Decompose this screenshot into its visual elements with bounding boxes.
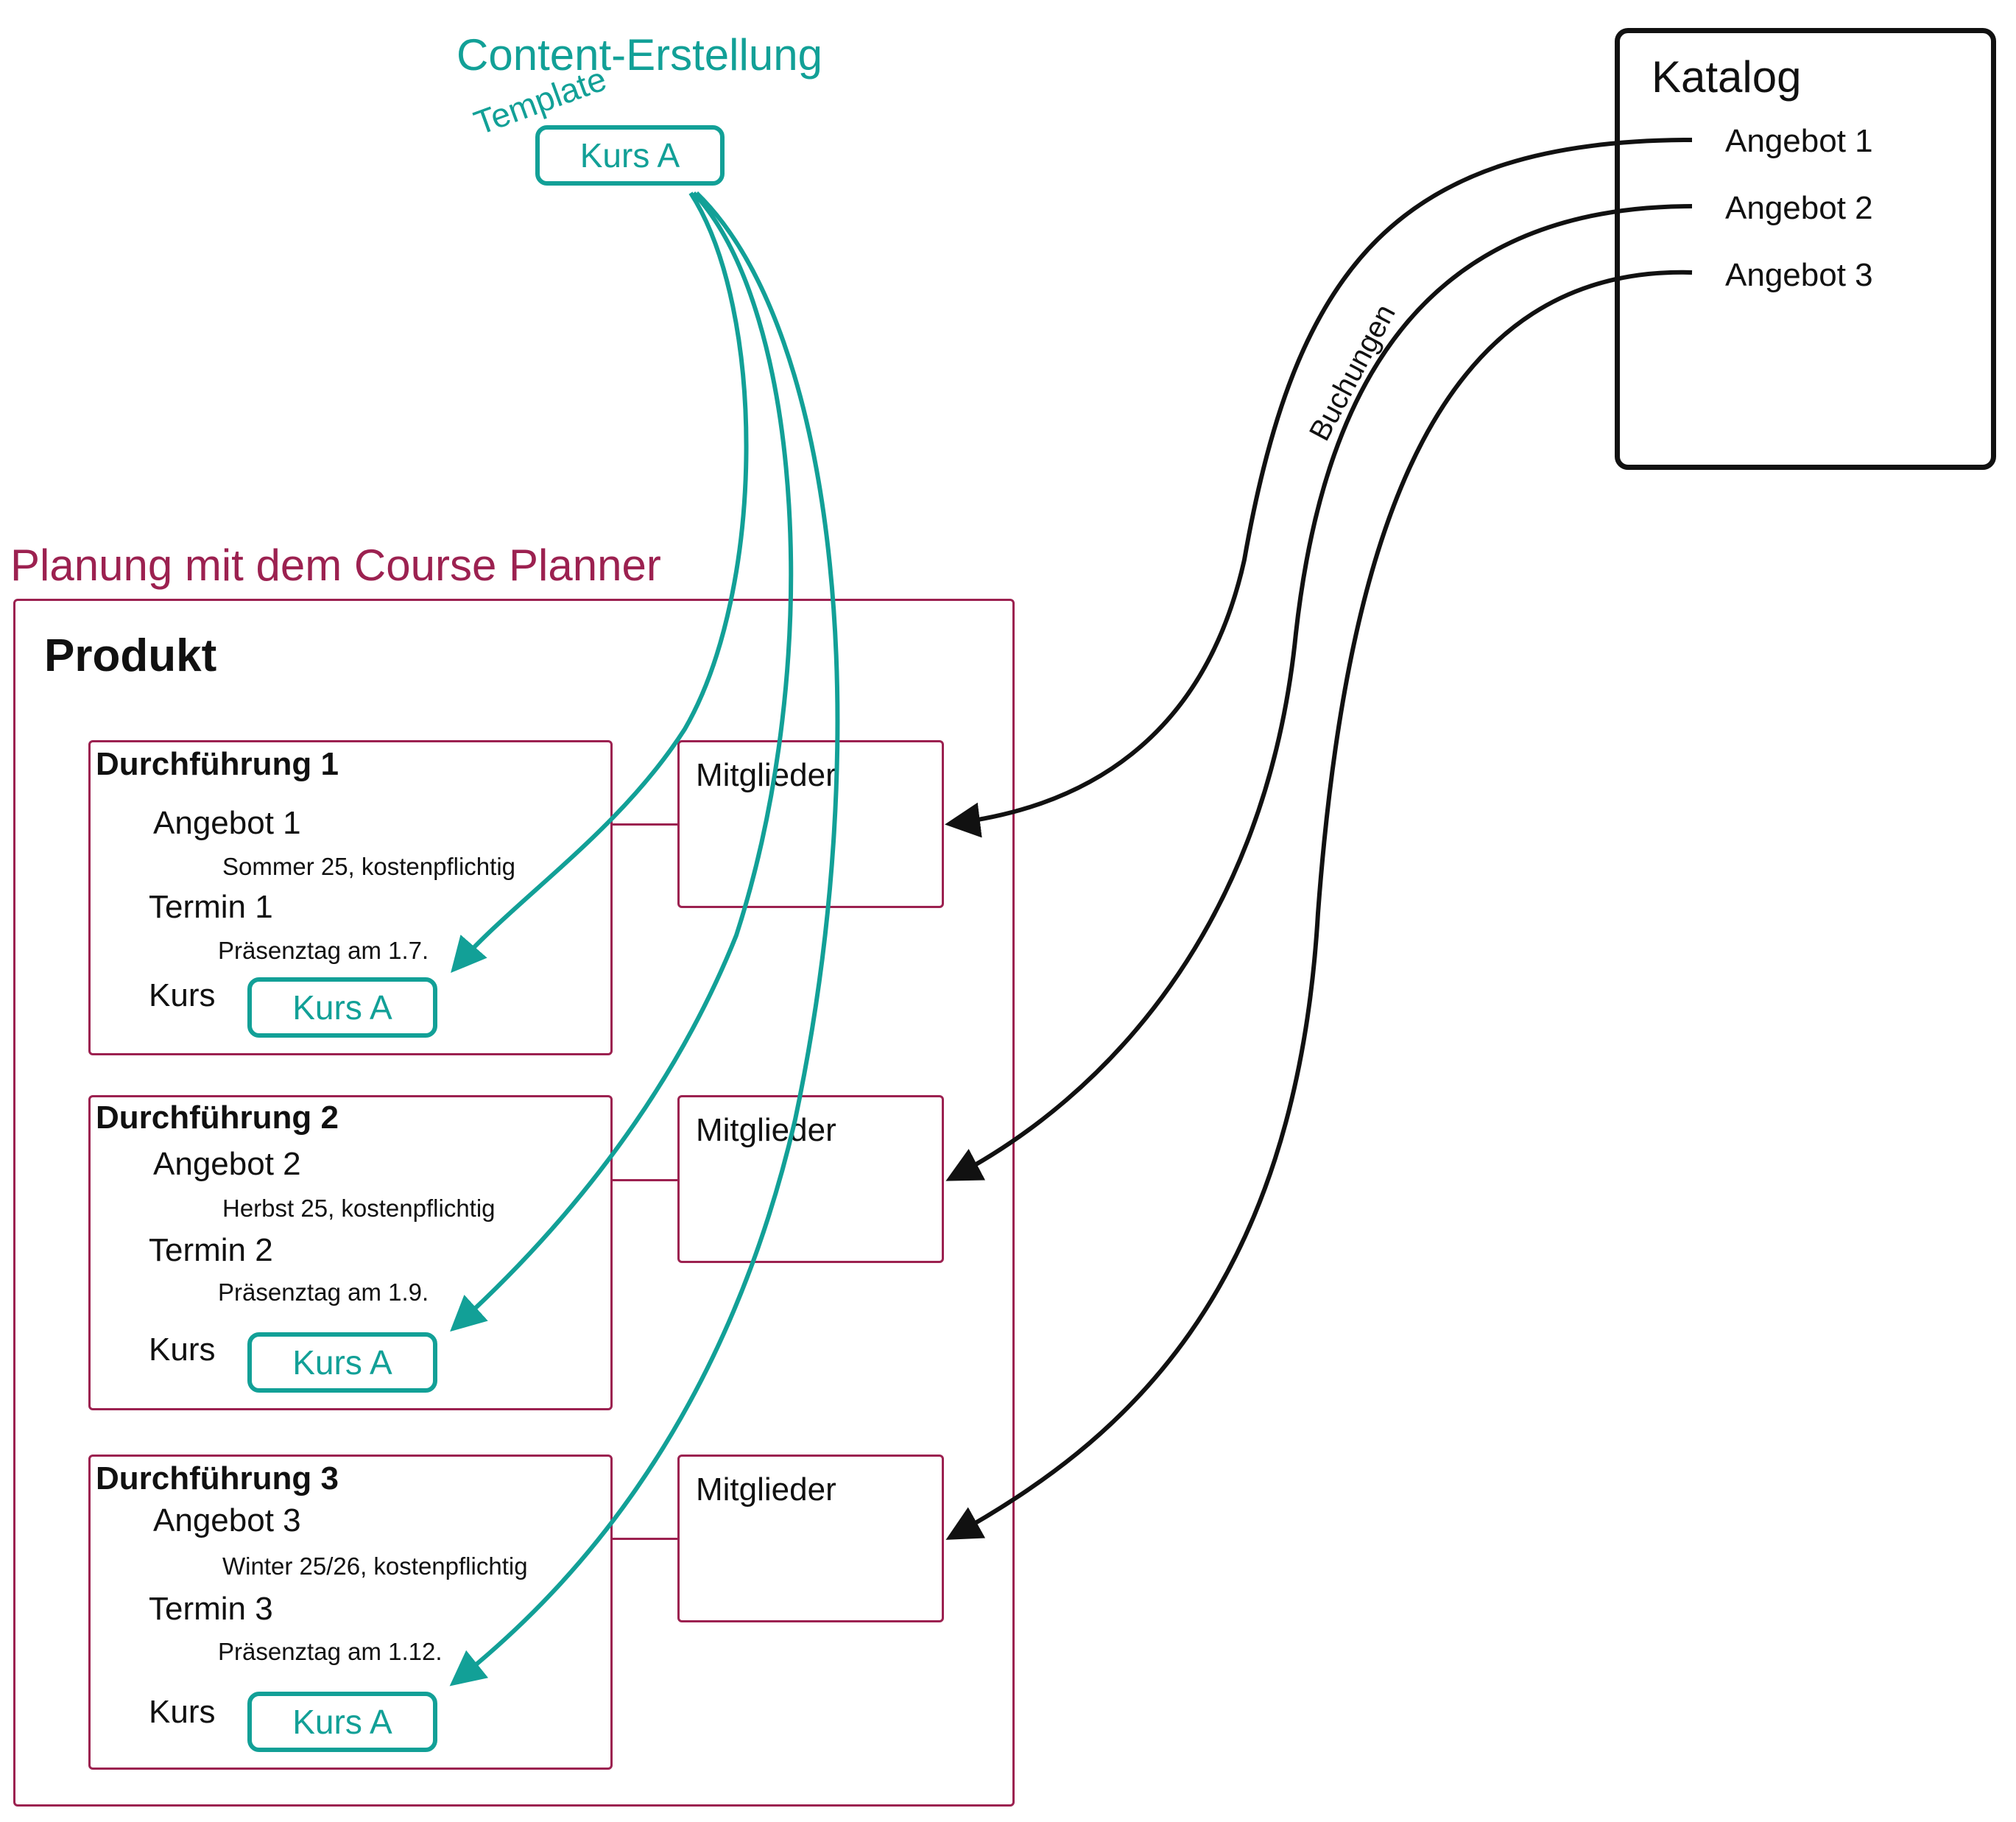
- run-member-connector-1: [613, 823, 677, 826]
- run-box-3: [88, 1455, 613, 1770]
- run-box-1: [88, 740, 613, 1055]
- run-title-3: Durchführung 3: [96, 1460, 339, 1496]
- run-member-connector-3: [613, 1538, 677, 1540]
- members-label-2: Mitglieder: [696, 1112, 836, 1148]
- booking-arrow-2: [945, 204, 1693, 1181]
- run-box-2: [88, 1095, 613, 1410]
- run-term-2: Termin 2: [149, 1232, 273, 1268]
- run-title-2: Durchführung 2: [96, 1100, 339, 1136]
- run-term-1: Termin 1: [149, 889, 273, 925]
- booking-arrow-1: [945, 138, 1693, 838]
- catalog-title: Katalog: [1652, 52, 1802, 102]
- run-offer-1: Angebot 1: [153, 805, 301, 841]
- template-course-box: Kurs A: [535, 125, 725, 186]
- run-title-1: Durchführung 1: [96, 746, 339, 782]
- run-member-connector-2: [613, 1179, 677, 1181]
- run-term-detail-1: Präsenztag am 1.7.: [218, 937, 429, 964]
- catalog-item-2: Angebot 2: [1725, 190, 1873, 226]
- run-course-box-2: Kurs A: [247, 1332, 437, 1393]
- run-term-detail-2: Präsenztag am 1.9.: [218, 1278, 429, 1306]
- members-box-1: [677, 740, 944, 908]
- members-label-1: Mitglieder: [696, 757, 836, 793]
- run-term-detail-3: Präsenztag am 1.12.: [218, 1638, 443, 1665]
- members-label-3: Mitglieder: [696, 1471, 836, 1508]
- catalog-item-3: Angebot 3: [1725, 257, 1873, 293]
- run-offer-2: Angebot 2: [153, 1146, 301, 1182]
- catalog-box: [1615, 28, 1996, 470]
- run-offer-detail-3: Winter 25/26, kostenpflichtig: [222, 1552, 528, 1580]
- run-offer-3: Angebot 3: [153, 1502, 301, 1538]
- members-box-2: [677, 1095, 944, 1263]
- run-course-box-1: Kurs A: [247, 977, 437, 1038]
- run-offer-detail-2: Herbst 25, kostenpflichtig: [222, 1195, 496, 1222]
- template-arrow-3: [449, 191, 840, 1686]
- booking-arrow-3: [945, 270, 1693, 1540]
- run-course box-3: Kurs A: [247, 1692, 437, 1752]
- product-box: [13, 599, 1015, 1807]
- template-arrow-2: [450, 191, 794, 1332]
- run-term-3: Termin 3: [149, 1591, 273, 1627]
- members-box-3: [677, 1455, 944, 1622]
- planning-title: Planung mit dem Course Planner: [10, 541, 661, 590]
- template-arrow-1: [451, 191, 749, 974]
- product-title: Produkt: [44, 630, 217, 681]
- content-creation-title: Content-Erstellung: [457, 30, 822, 80]
- catalog-item-1: Angebot 1: [1725, 123, 1873, 159]
- run-course-label-3: Kurs: [149, 1694, 216, 1730]
- run-offer-detail-1: Sommer 25, kostenpflichtig: [222, 853, 516, 880]
- run-course-label-1: Kurs: [149, 977, 216, 1013]
- run-course-label-2: Kurs: [149, 1332, 216, 1368]
